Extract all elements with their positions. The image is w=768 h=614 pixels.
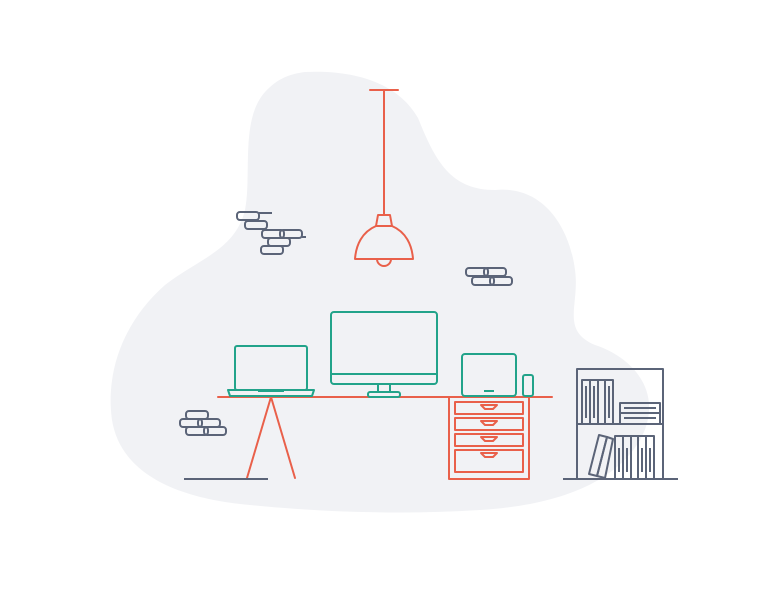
background-blob [110,71,650,513]
phone-icon [522,374,534,397]
desktop-monitor-icon [330,311,438,398]
brick-wall-icon [465,267,513,286]
drawer-cabinet-icon [448,396,530,480]
pendant-lamp-icon [354,89,414,267]
laptop-icon [227,345,315,397]
brick-wall-icon [236,211,306,255]
tablet-icon [461,353,517,397]
brick-wall-icon [179,410,227,436]
